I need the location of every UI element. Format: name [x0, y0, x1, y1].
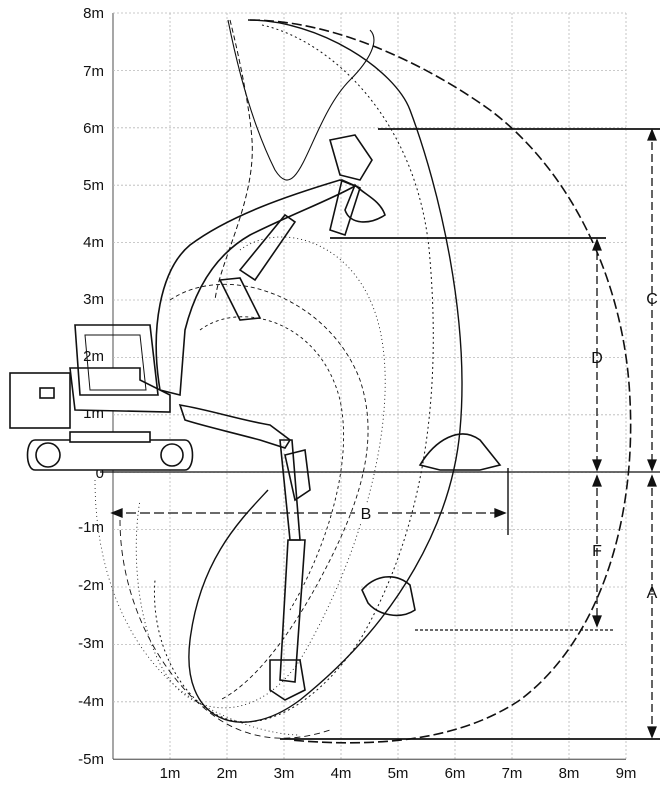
dimension-d	[592, 238, 602, 472]
y-tick-label: -1m	[78, 519, 104, 536]
dimension-d-label: D	[591, 350, 603, 367]
y-tick-label: -4m	[78, 693, 104, 710]
bucket-raised	[328, 134, 373, 181]
x-tick-label: 4m	[331, 765, 352, 782]
dimension-f-label: F	[592, 543, 602, 560]
digging-envelope	[188, 19, 463, 723]
dimension-c	[647, 128, 657, 472]
grid	[112, 12, 627, 760]
bucket-mid	[284, 449, 311, 502]
dimension-b-label-bg	[355, 503, 377, 523]
x-tick-label: 8m	[559, 765, 580, 782]
dimension-f	[592, 474, 602, 628]
bucket-ground-right	[418, 433, 502, 471]
arm-mid	[238, 213, 297, 282]
boom-lower	[178, 403, 292, 449]
boom-swing-arc	[214, 19, 253, 301]
reference-lines	[280, 128, 660, 740]
dimension-c-label: C	[646, 291, 658, 308]
track-idler	[160, 443, 184, 467]
counterweight-badge	[39, 387, 55, 399]
y-tick-label: -5m	[78, 751, 104, 768]
max-reach-envelope	[249, 19, 632, 744]
dimension-b-label: B	[361, 506, 372, 523]
y-tick-label: -2m	[78, 577, 104, 594]
top-arc	[227, 19, 375, 181]
arm-raised	[329, 178, 361, 237]
dimension-a-label: A	[647, 585, 658, 602]
track-sprocket	[35, 442, 61, 468]
x-tick-label: 7m	[502, 765, 523, 782]
track-upper	[69, 431, 151, 443]
y-tick-label: 7m	[83, 63, 104, 80]
boom-positions	[155, 134, 502, 701]
counterweight	[9, 372, 71, 429]
bucket-raised-2	[344, 183, 386, 223]
lower-dotted-arc	[94, 479, 301, 736]
y-tick-label: 4m	[83, 234, 104, 251]
y-tick-label: -3m	[78, 635, 104, 652]
inner-envelope-2	[135, 236, 386, 709]
arm-vertical-2	[279, 539, 306, 683]
lower-envelope	[119, 519, 331, 739]
y-tick-label: 2m	[83, 348, 104, 365]
x-axis-labels: 1m 2m 3m 4m 5m 6m 7m 8m 9m	[160, 765, 637, 782]
bucket-lower-right	[361, 576, 416, 617]
inner-envelope	[153, 24, 434, 723]
x-tick-label: 5m	[388, 765, 409, 782]
y-tick-label: 0	[96, 465, 104, 482]
x-tick-label: 6m	[445, 765, 466, 782]
y-tick-label: 8m	[83, 5, 104, 22]
x-tick-label: 3m	[274, 765, 295, 782]
arm-mid-2	[218, 277, 262, 321]
x-tick-label: 2m	[217, 765, 238, 782]
y-axis-labels: 8m 7m 6m 5m 4m 3m 2m 1m 0 -1m -2m -3m -4…	[78, 5, 104, 768]
excavator-body	[9, 324, 194, 471]
inner-envelope-4	[169, 283, 369, 701]
arm-vertical	[279, 439, 301, 541]
dimension-a	[647, 474, 657, 739]
cab-window	[84, 334, 147, 391]
bucket-low	[269, 659, 306, 701]
x-tick-label: 9m	[616, 765, 637, 782]
cab	[74, 324, 159, 396]
y-tick-label: 3m	[83, 291, 104, 308]
y-tick-label: 6m	[83, 120, 104, 137]
boom-raised	[155, 179, 357, 397]
inner-envelope-3	[199, 316, 344, 611]
dimension-b	[110, 508, 507, 518]
y-tick-label: 5m	[83, 177, 104, 194]
x-tick-label: 1m	[160, 765, 181, 782]
track-frame	[26, 439, 194, 471]
